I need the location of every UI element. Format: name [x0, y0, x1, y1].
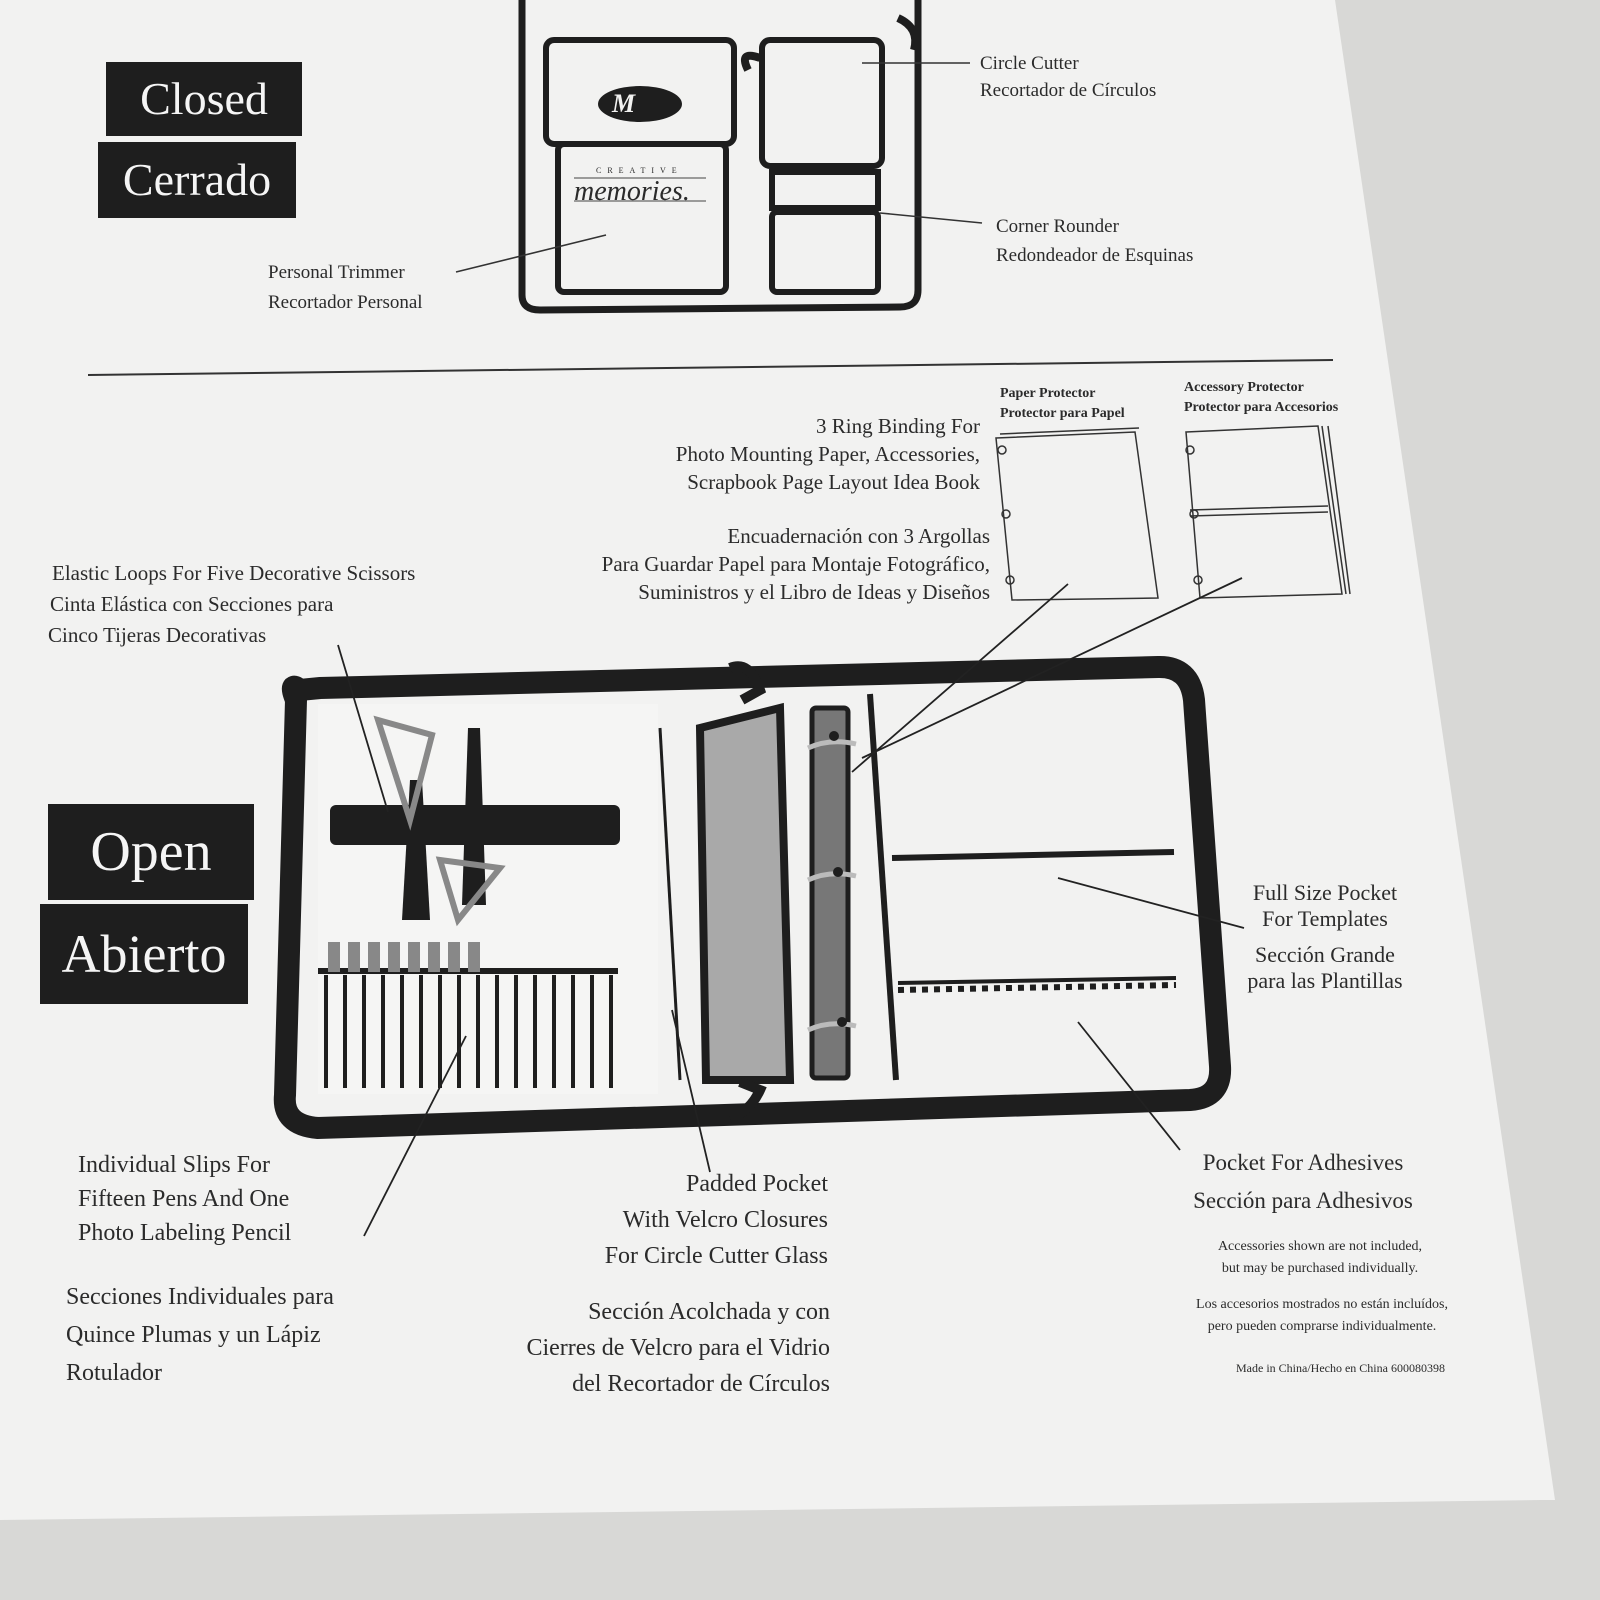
abierto-badge: Abierto: [40, 904, 248, 1004]
padded-pocket-label-en: Padded Pocket With Velcro Closures For C…: [604, 1171, 828, 1269]
full-size-pocket-label: Full Size Pocket For Templates Sección G…: [1247, 880, 1403, 993]
section-divider: [87, 359, 1334, 376]
closed-case-drawing: [518, 0, 922, 314]
personal-trimmer-label: Personal Trimmer Recortador Personal: [268, 262, 423, 313]
closed-leader-lines: [455, 62, 983, 273]
paper-protector-label: Paper Protector Protector para Papel: [1000, 386, 1125, 421]
accessories-note-es: Los accesorios mostrados no están incluí…: [1196, 1297, 1448, 1334]
brand-logo-icon: [598, 86, 682, 122]
open-leader-lines: [337, 577, 1245, 1237]
cerrado-badge: Cerrado: [98, 142, 296, 218]
individual-slips-label-es: Secciones Individuales para Quince Pluma…: [66, 1284, 334, 1386]
elastic-loops-label: Elastic Loops For Five Decorative Scisso…: [48, 561, 416, 647]
pen-slot-dividers: [324, 975, 613, 1088]
paper-protector-drawing: [995, 427, 1159, 601]
open-case-drawing: [273, 656, 1232, 1140]
brand-name: memories.: [574, 176, 690, 207]
accessory-protector-label: Accessory Protector Protector para Acces…: [1184, 380, 1339, 415]
brand-logo-letter: M: [612, 89, 636, 118]
brand-small-text: CREATIVE: [596, 166, 683, 175]
individual-slips-label-en: Individual Slips For Fifteen Pens And On…: [78, 1152, 292, 1246]
pocket-adhesives-label: Pocket For Adhesives Sección para Adhesi…: [1193, 1150, 1413, 1213]
corner-rounder-label: Corner Rounder Redondeador de Esquinas: [996, 216, 1194, 266]
ring-binding-label-es: Encuadernación con 3 Argollas Para Guard…: [601, 524, 990, 604]
circle-cutter-label: Circle Cutter Recortador de Círculos: [980, 53, 1157, 101]
made-in-text: Made in China/Hecho en China 600080398: [1236, 1361, 1445, 1375]
accessories-note-en: Accessories shown are not included, but …: [1217, 1239, 1423, 1276]
closed-badge: Closed: [106, 62, 302, 136]
padded-pocket-label-es: Sección Acolchada y con Cierres de Velcr…: [526, 1299, 830, 1397]
ring-binder: [809, 705, 851, 1081]
open-badge: Open: [48, 804, 254, 900]
accessory-protector-drawing: [1185, 425, 1351, 599]
ring-binding-label-en: 3 Ring Binding For Photo Mounting Paper,…: [675, 414, 980, 494]
